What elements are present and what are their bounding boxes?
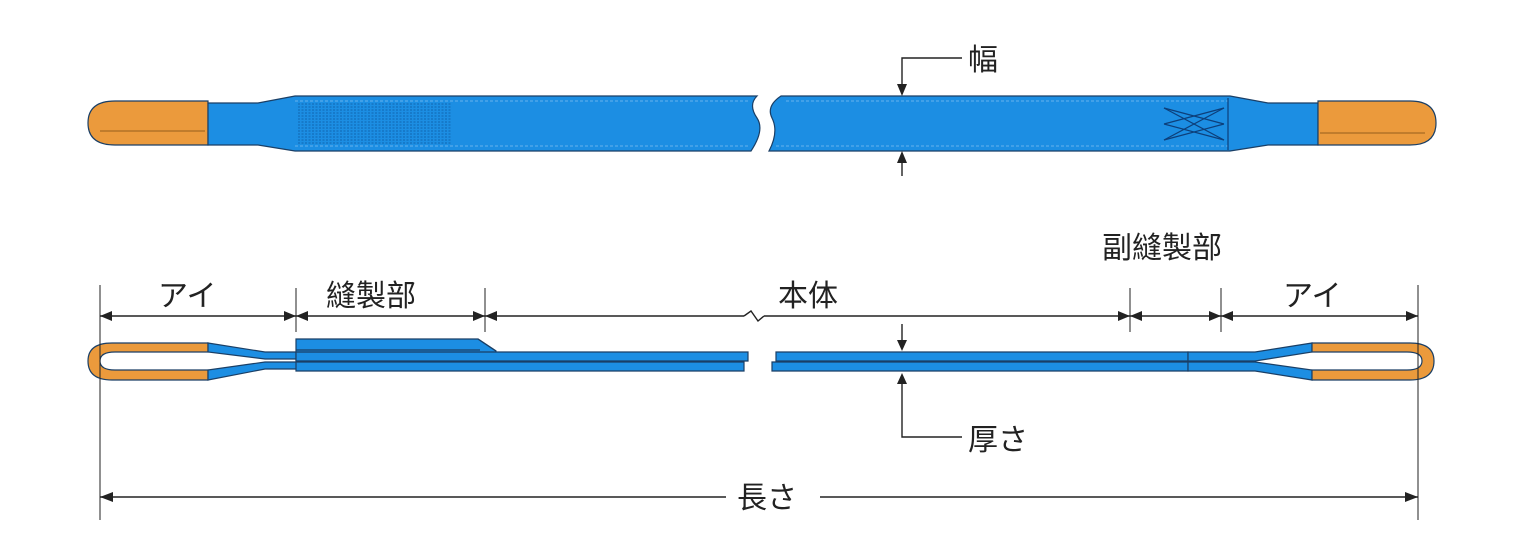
side-right-eye-strand-upper bbox=[1187, 342, 1313, 362]
body-label: 本体 bbox=[778, 279, 838, 314]
side-left-eye-strand-lower bbox=[207, 361, 301, 381]
secondary-sewn-section-label: 副縫製部 bbox=[1102, 231, 1222, 266]
side-left-eye-strand-upper bbox=[207, 342, 301, 360]
thickness-dimension: 厚さ bbox=[897, 324, 1028, 458]
sling-side-view bbox=[87, 338, 1435, 381]
sewn-section-label: 縫製部 bbox=[326, 279, 416, 314]
eye-right-label: アイ bbox=[1283, 279, 1342, 314]
side-right-eye-strand-lower bbox=[1187, 361, 1313, 381]
top-sewn-section-pattern bbox=[298, 103, 452, 144]
section-dimension-line bbox=[100, 310, 1418, 323]
width-dimension: 幅 bbox=[897, 43, 998, 176]
length-label: 長さ bbox=[737, 481, 797, 516]
sling-top-view bbox=[87, 95, 1437, 152]
top-secondary-sewn-x-stitch bbox=[1163, 98, 1229, 150]
top-left-eye-sleeve bbox=[87, 100, 209, 146]
top-right-eye-sleeve bbox=[1317, 100, 1437, 146]
side-left-body-upper bbox=[295, 351, 749, 362]
side-right-eye-loop bbox=[1311, 342, 1435, 381]
side-right-body-upper bbox=[775, 351, 1189, 362]
top-left-webbing bbox=[207, 95, 761, 152]
side-right-body-lower bbox=[771, 361, 1189, 372]
width-label: 幅 bbox=[968, 43, 998, 78]
side-left-eye-loop bbox=[87, 342, 209, 381]
length-dimension: 長さ bbox=[100, 481, 1418, 516]
extension-lines bbox=[99, 285, 1419, 520]
thickness-label: 厚さ bbox=[968, 423, 1028, 458]
top-right-webbing bbox=[768, 95, 1319, 152]
side-sewn-taper bbox=[477, 338, 497, 352]
eye-left-label: アイ bbox=[158, 279, 217, 314]
side-left-body-lower bbox=[295, 361, 745, 372]
